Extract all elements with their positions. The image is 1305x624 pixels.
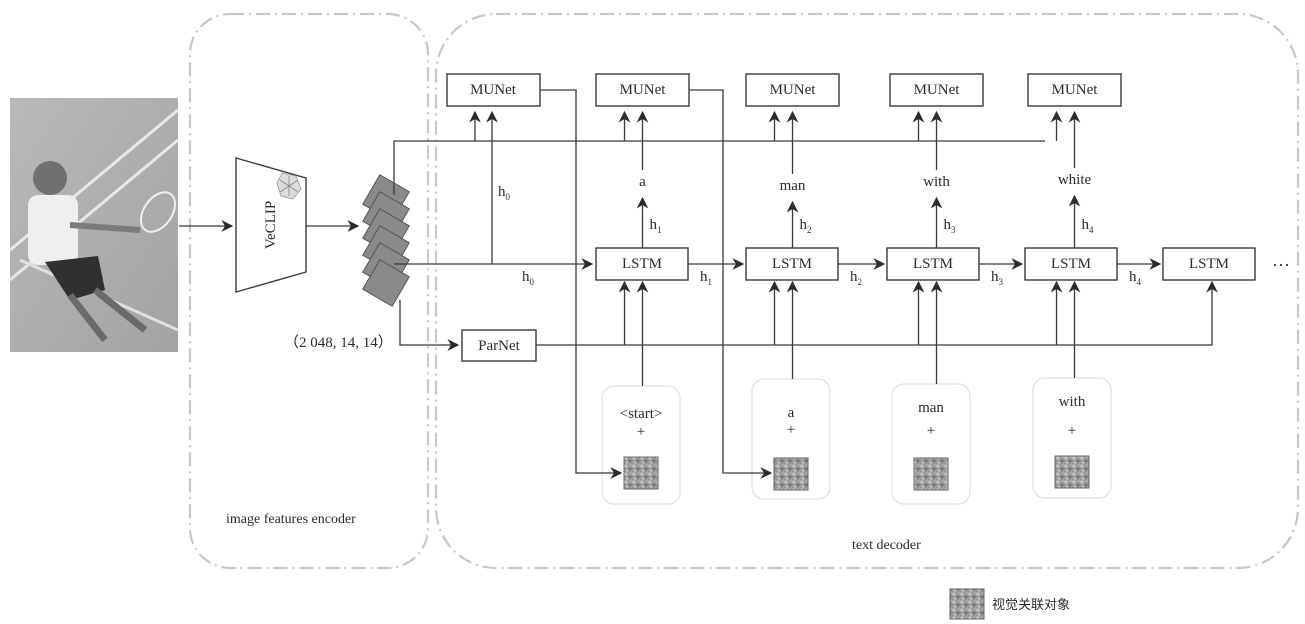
decoder-step: LSTM MUNet white h4 h4 with + <box>1024 73 1162 499</box>
decoder-region-caption: text decoder <box>852 538 921 553</box>
lstm-label: LSTM <box>913 256 953 272</box>
munet-box <box>595 73 690 107</box>
parnet-box <box>461 329 537 362</box>
hidden-label-horizontal: h2 <box>850 269 862 287</box>
lstm-box <box>1024 247 1118 281</box>
plus-sign: + <box>787 422 795 438</box>
visual-object-texture-icon <box>623 456 659 490</box>
hidden-label-vertical: h4 <box>1082 217 1095 235</box>
munet-box <box>745 73 840 107</box>
munet-box-0 <box>446 73 541 107</box>
munet-label-0: MUNet <box>470 82 517 98</box>
plus-sign: + <box>1068 423 1076 439</box>
lstm-box-final <box>1162 247 1256 281</box>
input-token: with <box>1059 394 1086 410</box>
output-word: with <box>923 174 950 190</box>
input-token: a <box>788 405 795 421</box>
output-word: a <box>639 174 646 190</box>
lstm-label: LSTM <box>622 256 662 272</box>
wire-features-to-parnet <box>399 300 460 351</box>
feature-shape-label: （2 048, 14, 14） <box>284 334 393 351</box>
lstm-label: LSTM <box>1051 256 1091 272</box>
plus-sign: + <box>637 424 645 440</box>
hidden-label-vertical: h3 <box>944 217 957 235</box>
hidden-label-vertical: h1 <box>650 217 662 235</box>
input-token-card <box>891 383 971 505</box>
hidden-label-vertical: h2 <box>800 217 812 235</box>
hidden-label-horizontal: h1 <box>700 269 712 287</box>
veclip-label: VeCLIP <box>263 201 279 249</box>
feature-maps-stack <box>362 174 410 307</box>
input-image <box>9 98 179 352</box>
visual-object-texture-icon <box>913 457 949 491</box>
decoder-step: LSTM MUNet a h1 h1 <start> + <box>540 73 745 505</box>
h0-label-horizontal: h0 <box>522 269 535 287</box>
h0-label-vertical: h0 <box>498 184 511 202</box>
decoder-region <box>434 12 1300 570</box>
plus-sign: + <box>927 423 935 439</box>
output-word: white <box>1058 172 1092 188</box>
munet-box <box>889 73 984 107</box>
input-token-card <box>1032 377 1112 499</box>
munet-label: MUNet <box>914 82 961 98</box>
munet-label: MUNet <box>770 82 817 98</box>
munet-box <box>1027 73 1122 107</box>
wire-munet-to-visual-object <box>689 89 773 479</box>
frozen-snowflake-icon <box>276 172 302 200</box>
encoder-region-caption: image features encoder <box>226 512 356 527</box>
hidden-label-horizontal: h4 <box>1129 269 1142 287</box>
encoder-region <box>188 12 430 570</box>
input-token: man <box>918 400 944 416</box>
visual-object-texture-icon <box>949 588 985 620</box>
lstm-label-final: LSTM <box>1189 256 1229 272</box>
decoder-step: LSTM MUNet with h3 h3 man + <box>886 73 1024 505</box>
munet-label: MUNet <box>620 82 667 98</box>
feature-map <box>362 259 410 307</box>
output-word: man <box>780 178 806 194</box>
visual-object-texture-icon <box>1054 455 1090 489</box>
continuation-ellipsis: … <box>1272 250 1290 270</box>
lstm-label: LSTM <box>772 256 812 272</box>
legend-label: 视觉关联对象 <box>992 598 1070 613</box>
visual-object-texture-icon <box>773 457 809 491</box>
decoder-step: LSTM MUNet man h2 h2 a+ <box>689 73 886 500</box>
lstm-box <box>595 247 689 281</box>
wire-features-top-bus <box>393 140 1045 195</box>
hidden-label-horizontal: h3 <box>991 269 1004 287</box>
wire-parnet-bus <box>536 280 1218 346</box>
munet-label: MUNet <box>1052 82 1099 98</box>
parnet-label: ParNet <box>478 338 520 354</box>
input-token: <start> <box>620 406 663 422</box>
wire-munet-to-visual-object <box>540 89 623 479</box>
